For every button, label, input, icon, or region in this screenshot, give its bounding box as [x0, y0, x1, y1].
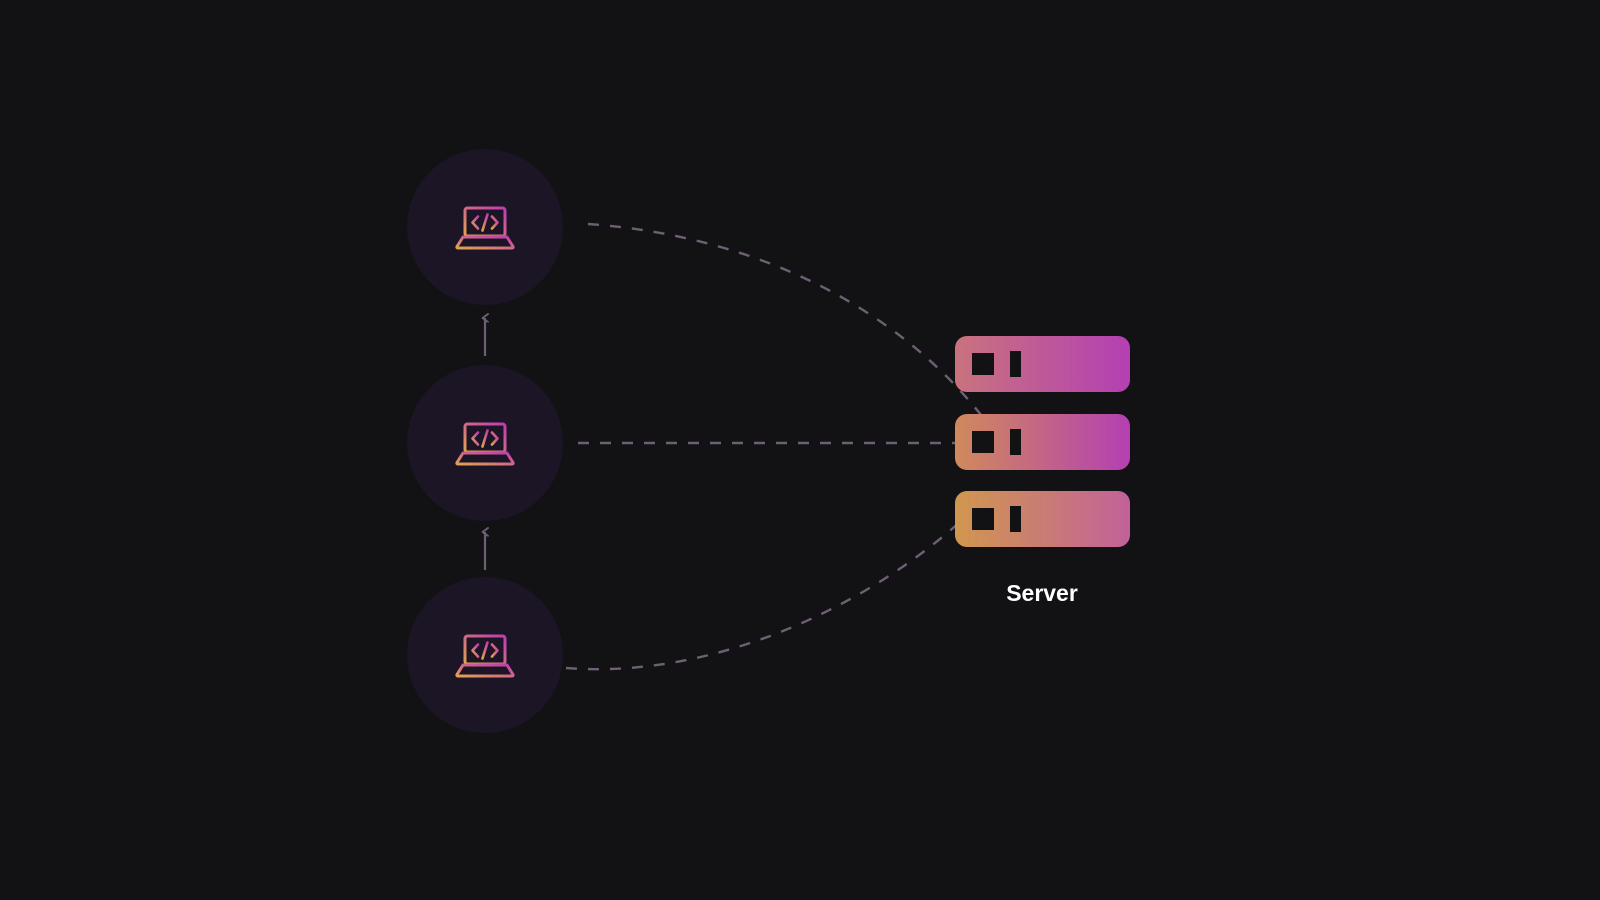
server-status-bar: [1010, 429, 1021, 455]
connection-lines: [565, 222, 986, 671]
server-unit: [955, 414, 1130, 470]
server-status-square: [972, 508, 994, 530]
server-unit: [955, 491, 1130, 547]
client-circle-background: [407, 577, 563, 733]
server-status-square: [972, 353, 994, 375]
server-label: Server: [1006, 580, 1078, 606]
client-circle-background: [407, 149, 563, 305]
server-status-bar: [1010, 351, 1021, 377]
server-stack-icon[interactable]: [955, 336, 1130, 547]
client-circle-background: [407, 365, 563, 521]
connection-line-top: [587, 222, 986, 421]
server-status-bar: [1010, 506, 1021, 532]
server-unit: [955, 336, 1130, 392]
client-node-bottom[interactable]: [407, 577, 563, 733]
server-status-square: [972, 431, 994, 453]
client-node-middle[interactable]: [407, 365, 563, 521]
client-node-top[interactable]: [407, 149, 563, 305]
